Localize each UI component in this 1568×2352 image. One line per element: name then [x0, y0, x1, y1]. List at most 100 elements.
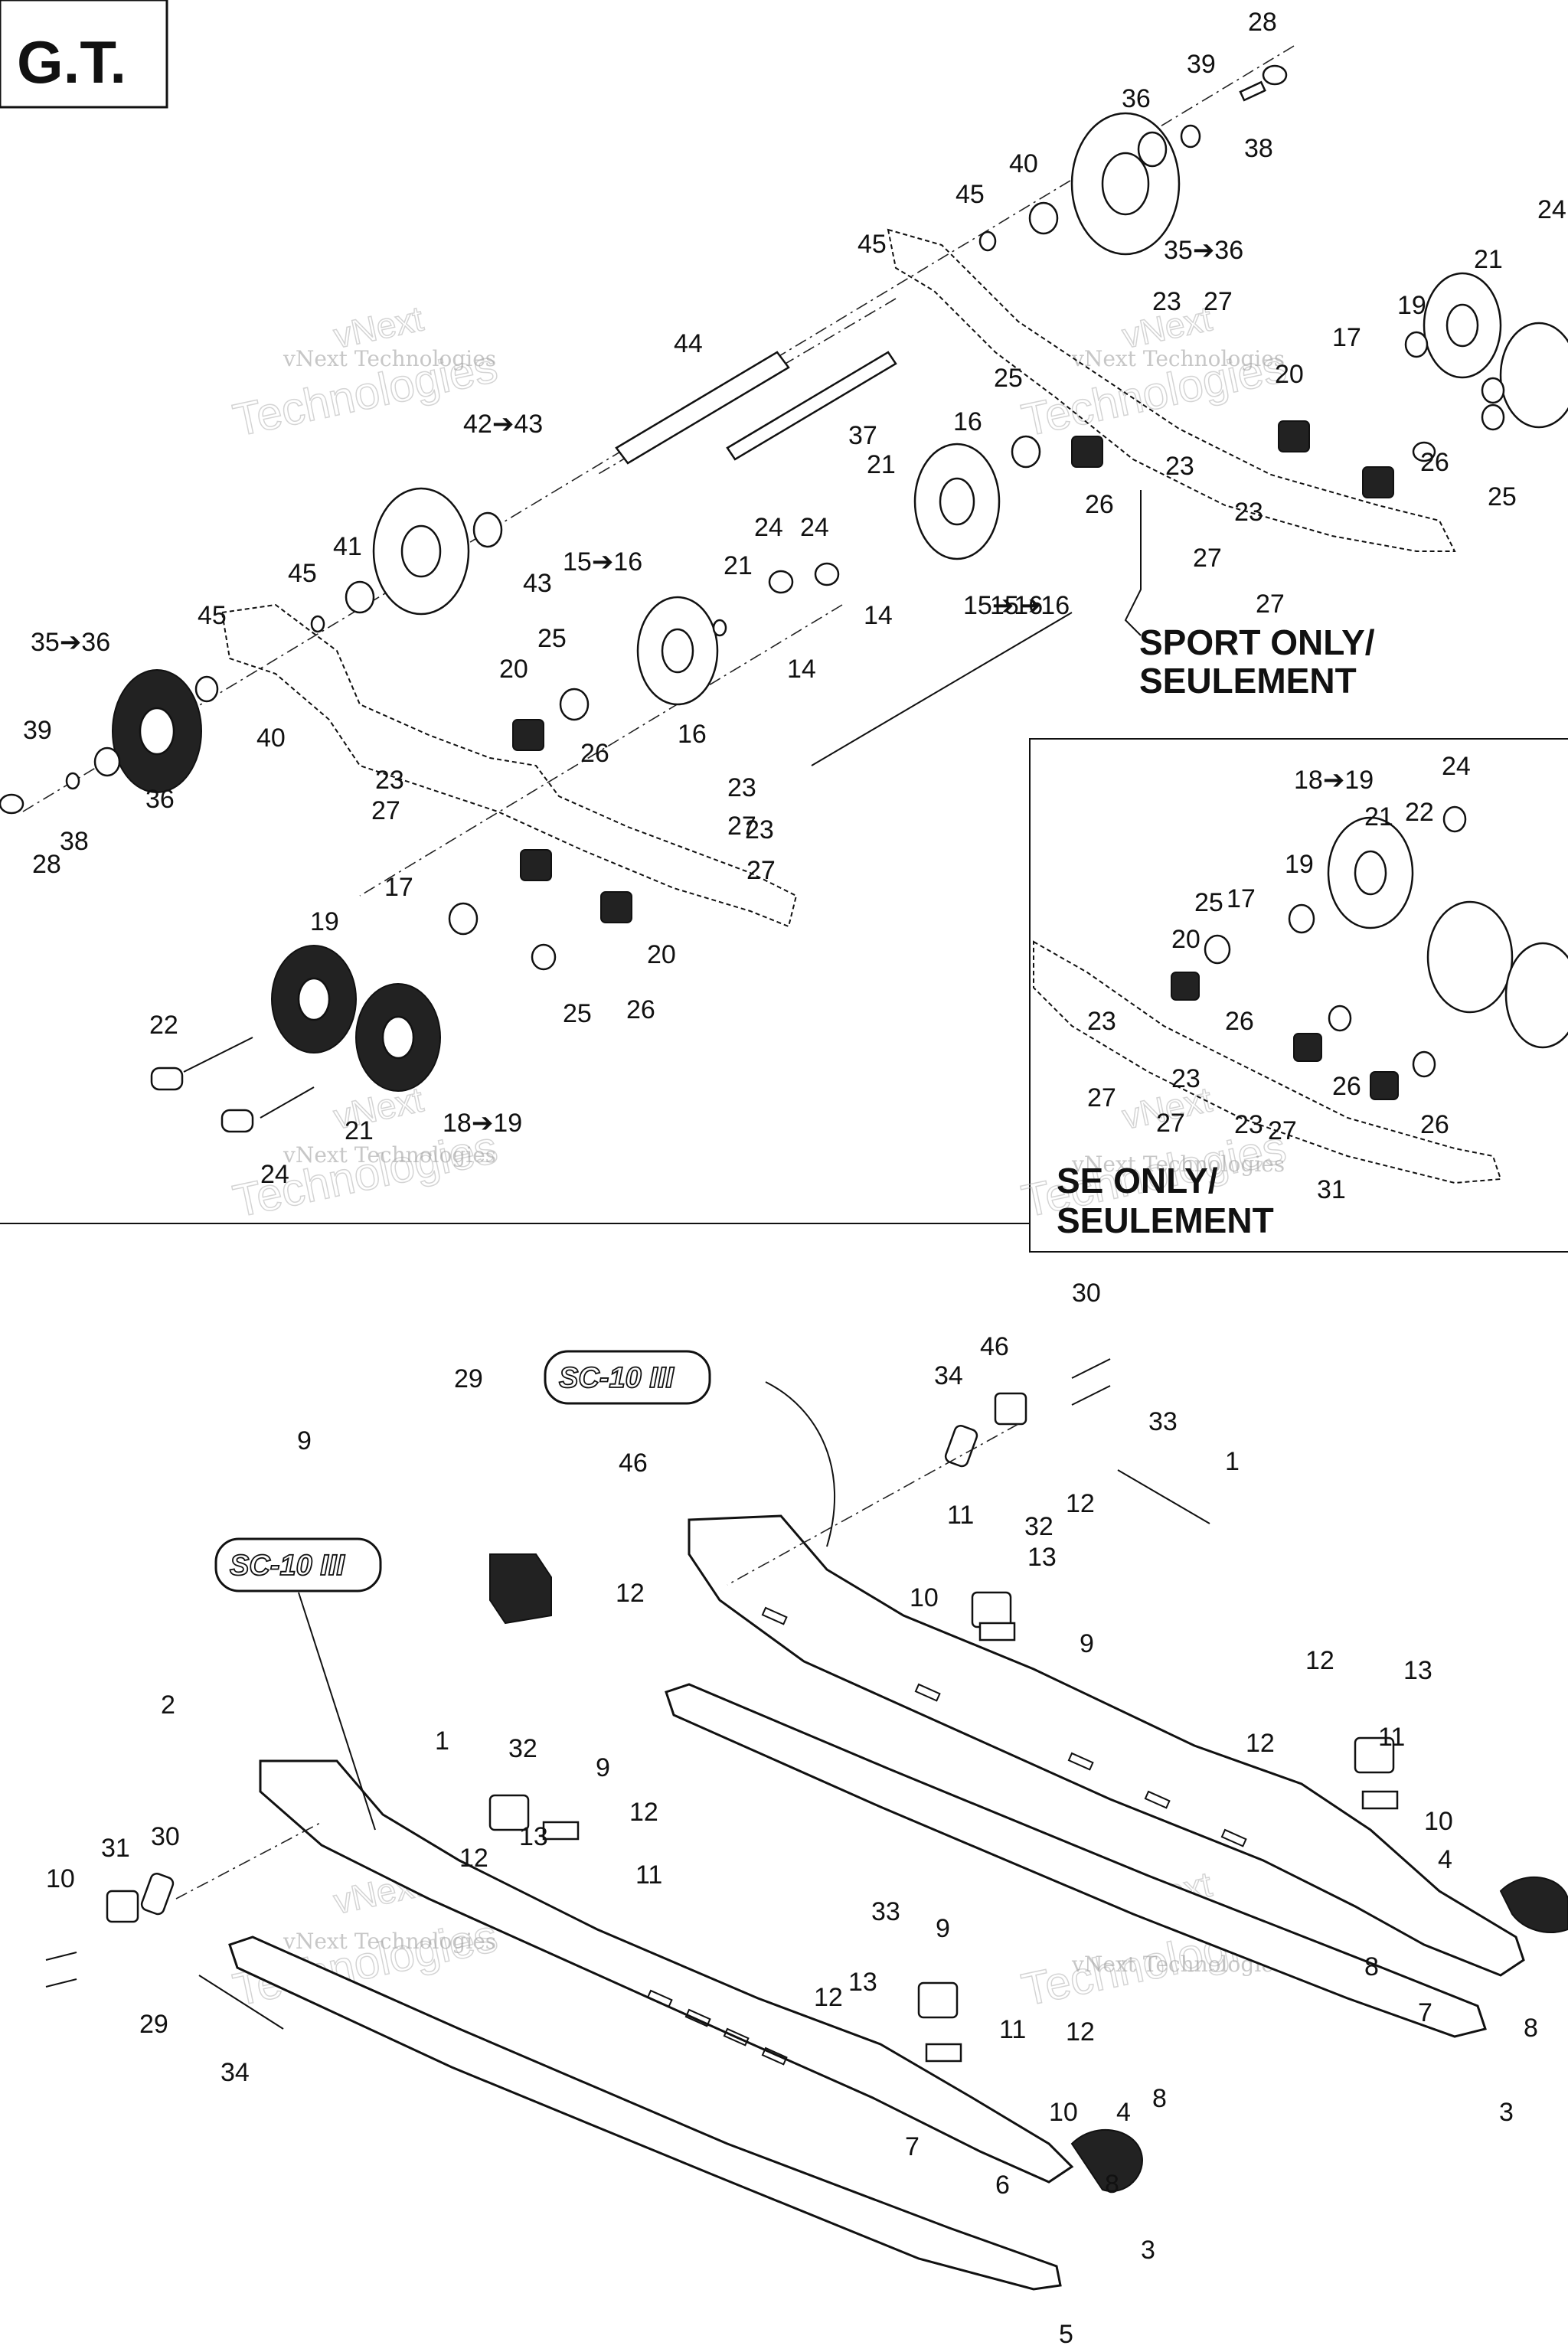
part-number-label: 21: [867, 450, 896, 479]
part-number-label: 21: [724, 551, 753, 580]
part-number-label: 24: [754, 513, 783, 542]
part-number-label: 3: [1499, 2098, 1514, 2127]
part-number-label: 18➔19: [1294, 766, 1374, 795]
part-number-label: 36: [1122, 84, 1151, 113]
part-number-label: 14: [787, 655, 816, 684]
se-seulement-label: SEULEMENT: [1057, 1200, 1274, 1240]
part-number-label: 12: [616, 1579, 645, 1608]
sport-only-label: SPORT ONLY/: [1139, 622, 1375, 662]
part-number-label: 9: [596, 1753, 610, 1782]
part-number-label: 3: [1141, 2236, 1155, 2265]
part-number-label: 33: [871, 1897, 900, 1926]
part-number-label: 39: [1187, 50, 1216, 79]
part-number-label: 8: [1152, 2084, 1167, 2113]
part-number-label: 21: [1474, 245, 1503, 274]
callout-headings: SPORT ONLY/ SEULEMENT SE ONLY/ SEULEMENT: [811, 490, 1375, 1240]
part-number-label: 38: [1244, 134, 1273, 163]
se-inset-assembly: [1033, 805, 1568, 1184]
axle-rod: [726, 351, 897, 461]
part-number-label: 31: [1317, 1175, 1346, 1204]
plate: [106, 1890, 139, 1923]
part-number-label: 12: [1305, 1646, 1334, 1675]
part-number-label: 23: [1087, 1007, 1116, 1036]
part-number-label: 27: [371, 796, 400, 825]
watermark-small: vNext Technologies: [1071, 1152, 1285, 1177]
part-number-label: 24: [1537, 195, 1566, 224]
bumper-pad: [917, 1981, 959, 2019]
part-number-label: 21: [1364, 802, 1393, 831]
bumper-pad: [1361, 1790, 1399, 1810]
part-number-label: 27: [1256, 590, 1285, 619]
logo-text: SC-10 III: [230, 1550, 345, 1582]
part-number-label: 38: [60, 827, 89, 856]
part-number-label: 23: [1171, 1064, 1200, 1093]
sc10-logo: SC-10 III: [544, 1350, 711, 1405]
part-number-label: 24: [260, 1160, 289, 1189]
part-number-label: 27: [1204, 287, 1233, 316]
plate: [140, 1873, 175, 1916]
part-number-label: 14: [864, 601, 893, 630]
bumper-pad: [971, 1591, 1012, 1628]
part-number-label: 27: [727, 812, 756, 841]
part-number-label: 27: [1268, 1116, 1297, 1145]
frame-outline: [887, 228, 1456, 552]
part-number-label: 10: [1049, 2098, 1078, 2127]
plate: [944, 1425, 978, 1468]
part-number-label: 2: [161, 1690, 175, 1720]
part-number-label: 8: [1105, 2170, 1119, 2199]
part-number-label: 8: [1524, 2014, 1538, 2043]
part-number-label: 43: [523, 569, 552, 598]
part-number-label: 20: [1171, 925, 1200, 954]
title-box: G.T.: [0, 0, 168, 109]
bracket: [1278, 420, 1310, 452]
bracket: [1362, 466, 1394, 498]
part-number-label: 45: [858, 230, 887, 259]
plate: [994, 1392, 1027, 1426]
part-number-label: 27: [1156, 1109, 1185, 1138]
part-number-label: 11: [635, 1860, 662, 1890]
part-number-label: 46: [619, 1449, 648, 1478]
part-number-label: 26: [1085, 490, 1114, 519]
part-number-label: 33: [1148, 1407, 1178, 1436]
part-number-label: 16: [678, 720, 707, 749]
part-number-label: 7: [1418, 1998, 1432, 2027]
part-number-label: 4: [1438, 1845, 1452, 1874]
end-cap: [1070, 2128, 1143, 2192]
part-number-label: 45: [288, 559, 317, 588]
part-number-label: 23: [1234, 498, 1263, 527]
part-number-label: 45: [956, 180, 985, 209]
watermark-small: vNext Technologies: [283, 346, 496, 371]
bracket: [520, 849, 552, 881]
se-only-label: SE ONLY/: [1057, 1161, 1218, 1200]
part-number-label: 26: [1332, 1072, 1361, 1101]
part-number-label: 20: [1275, 360, 1304, 389]
part-number-label: 12: [814, 1983, 843, 2012]
part-number-label: 23: [375, 766, 404, 795]
part-number-label: 1: [435, 1726, 449, 1756]
part-number-label: 25: [1194, 888, 1223, 917]
part-number-label: 12: [629, 1798, 658, 1827]
part-number-label: 44: [674, 329, 703, 358]
se-only-inset-frame: [1029, 738, 1568, 1253]
part-number-label: 12: [1066, 1489, 1095, 1518]
part-number-label: 31: [101, 1834, 130, 1863]
part-number-label: 16: [953, 407, 982, 436]
part-number-label: 29: [139, 2010, 168, 2039]
part-number-label: 22: [149, 1011, 178, 1040]
part-number-label: 26: [580, 739, 609, 768]
part-number-label: 27: [1087, 1083, 1116, 1112]
upper-assembly: [0, 45, 1568, 1133]
part-number-label: 12: [459, 1844, 488, 1873]
wheel: [1499, 322, 1568, 429]
sc10-logo: SC-10 III: [214, 1537, 382, 1592]
part-number-label: 10: [46, 1864, 75, 1893]
bracket: [1171, 972, 1200, 1001]
bumper-pad: [488, 1794, 530, 1831]
part-number-label: 23: [1234, 1110, 1263, 1139]
part-number-label: 30: [1072, 1279, 1101, 1308]
logo-text: SC-10 III: [559, 1362, 675, 1394]
part-number-label: 39: [23, 716, 52, 745]
page-title: G.T.: [17, 28, 126, 96]
part-number-label: 23: [727, 773, 756, 802]
